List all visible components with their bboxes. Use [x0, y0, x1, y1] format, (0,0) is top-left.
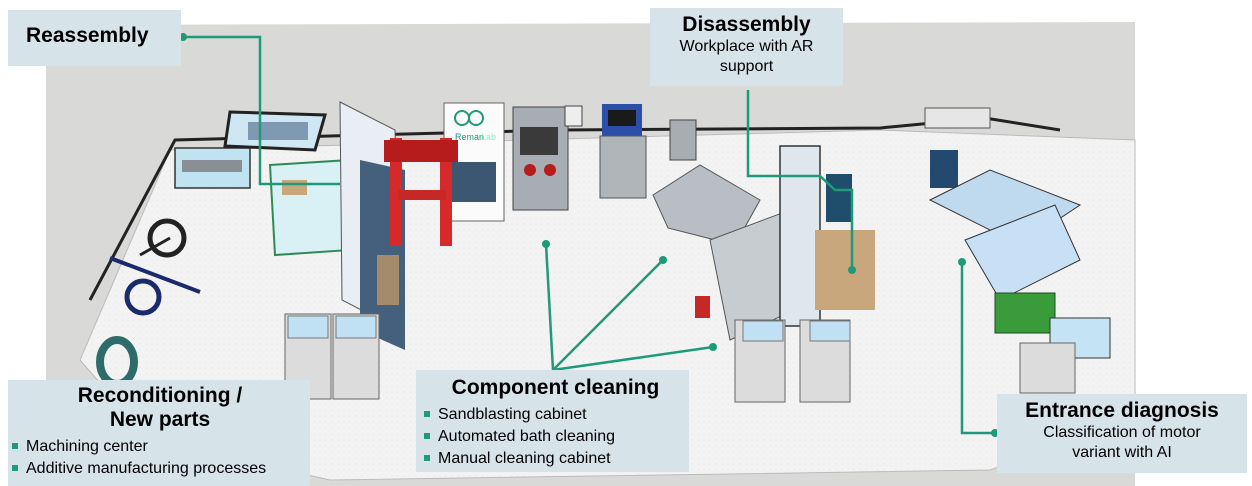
entrance-diagnosis-workstation — [924, 107, 1111, 359]
reconditioning-list: Machining center Additive manufacturing … — [10, 436, 310, 480]
disassembly-title: Disassembly — [682, 13, 811, 36]
list-item: Machining center — [10, 436, 310, 458]
list-item: Automated bath cleaning — [422, 426, 689, 448]
reassembly-label: Reassembly — [8, 10, 181, 66]
bullet-icon — [12, 464, 18, 471]
bicycle-frame — [96, 218, 201, 388]
poster-brand-accent: Lab — [481, 132, 496, 142]
bullet-icon — [424, 454, 430, 461]
reconditioning-label: Reconditioning / New parts Machining cen… — [8, 380, 310, 486]
cleaning-connector-c — [552, 345, 714, 372]
drawer-cabinets — [284, 313, 1076, 403]
entrance-diagnosis-connector — [960, 262, 995, 435]
railing — [88, 116, 1061, 301]
disassembly-connector — [746, 90, 854, 270]
cleaning-connector-a — [544, 243, 555, 371]
bullet-icon — [424, 432, 430, 439]
connector-lines — [183, 35, 995, 435]
bullet-icon — [12, 442, 18, 449]
cleaning-connector-b — [552, 259, 664, 371]
list-item: Sandblasting cabinet — [422, 404, 689, 426]
reconditioning-title-line1: Reconditioning / — [77, 384, 243, 407]
entrance-diagnosis-label: Entrance diagnosis Classification of mot… — [997, 394, 1247, 473]
list-item: Manual cleaning cabinet — [422, 448, 689, 470]
disassembly-subtitle: Workplace with AR support — [679, 38, 814, 75]
hydraulic-press — [384, 138, 458, 246]
bullet-icon — [424, 410, 430, 417]
entrance-diagnosis-title: Entrance diagnosis — [1025, 399, 1219, 422]
disassembly-label: Disassembly Workplace with AR support — [650, 8, 843, 86]
poster-brand: Reman — [455, 132, 484, 142]
reassembly-connector — [183, 35, 340, 186]
component-cleaning-label: Component cleaning Sandblasting cabinet … — [416, 370, 689, 472]
list-item: Additive manufacturing processes — [10, 458, 310, 480]
reassembly-title: Reassembly — [26, 24, 149, 47]
entrance-diagnosis-subtitle-line1: Classification of motor — [1043, 424, 1201, 441]
component-cleaning-title: Component cleaning — [451, 376, 660, 399]
sandblasting-cabinet — [512, 104, 697, 211]
reconditioning-title-line2: New parts — [109, 408, 211, 431]
component-cleaning-list: Sandblasting cabinet Automated bath clea… — [422, 404, 689, 470]
entrance-diagnosis-subtitle-line2: variant with AI — [1072, 444, 1172, 461]
